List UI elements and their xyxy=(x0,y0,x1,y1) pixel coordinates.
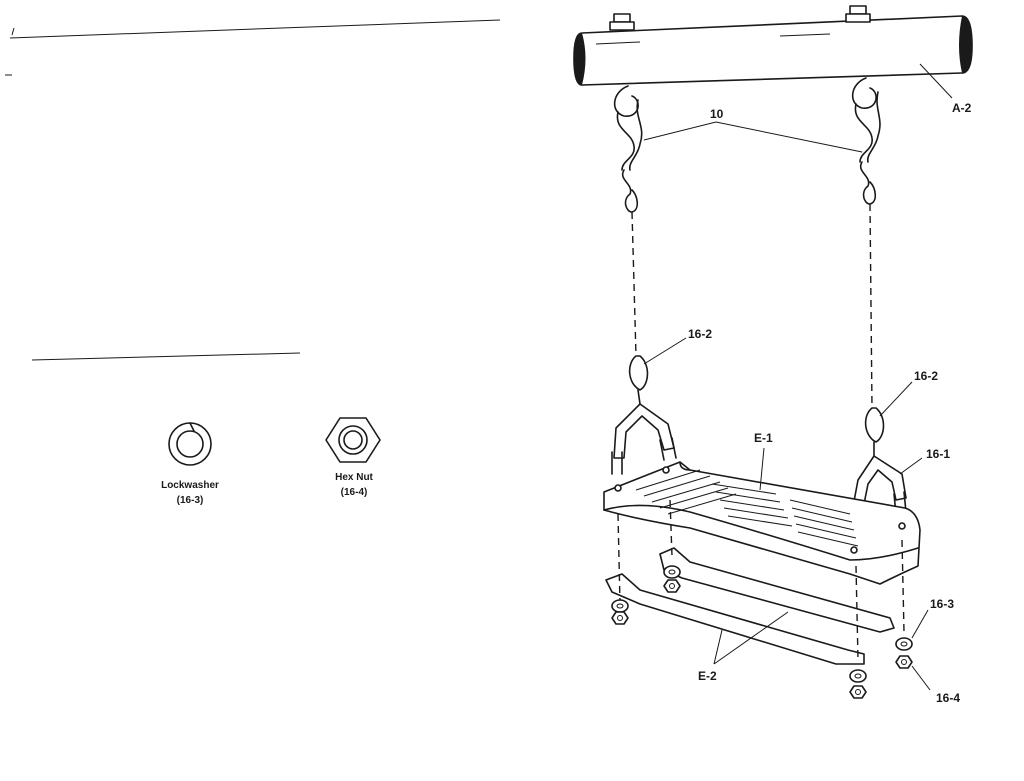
hex-nut-part-label: 16-4 xyxy=(936,691,960,705)
lockwasher-part-label: 16-3 xyxy=(930,597,954,611)
rope-loop-left-label: 16-2 xyxy=(688,327,712,341)
rope-loop-right-label: 16-2 xyxy=(914,369,938,383)
seat-label: E-1 xyxy=(754,431,773,445)
swing-beam xyxy=(573,5,973,86)
rod-label: A-2 xyxy=(952,101,972,115)
lockwasher-caption-number: (16-3) xyxy=(177,495,204,506)
hex-nut-caption-name: Hex Nut xyxy=(335,472,373,483)
hooks-leaders xyxy=(643,121,863,153)
u-bolt-label: 16-1 xyxy=(926,447,950,461)
straps-label: E-2 xyxy=(698,669,717,683)
hardware-guide-lines xyxy=(617,499,905,661)
left-page-rules xyxy=(5,19,501,361)
hex-nut-icon xyxy=(325,417,381,463)
lockwasher-caption-name: Lockwasher xyxy=(161,480,219,491)
hex-nut-caption-number: (16-4) xyxy=(341,487,368,498)
hardware-stack xyxy=(611,565,913,699)
right-hook-assembly xyxy=(851,77,881,409)
swing-seat xyxy=(603,461,921,585)
lockwasher-icon xyxy=(168,422,212,466)
label-leaders xyxy=(643,63,953,691)
hooks-label: 10 xyxy=(710,107,724,121)
left-u-bolt-assembly xyxy=(611,355,677,475)
left-hook-assembly xyxy=(613,85,643,357)
